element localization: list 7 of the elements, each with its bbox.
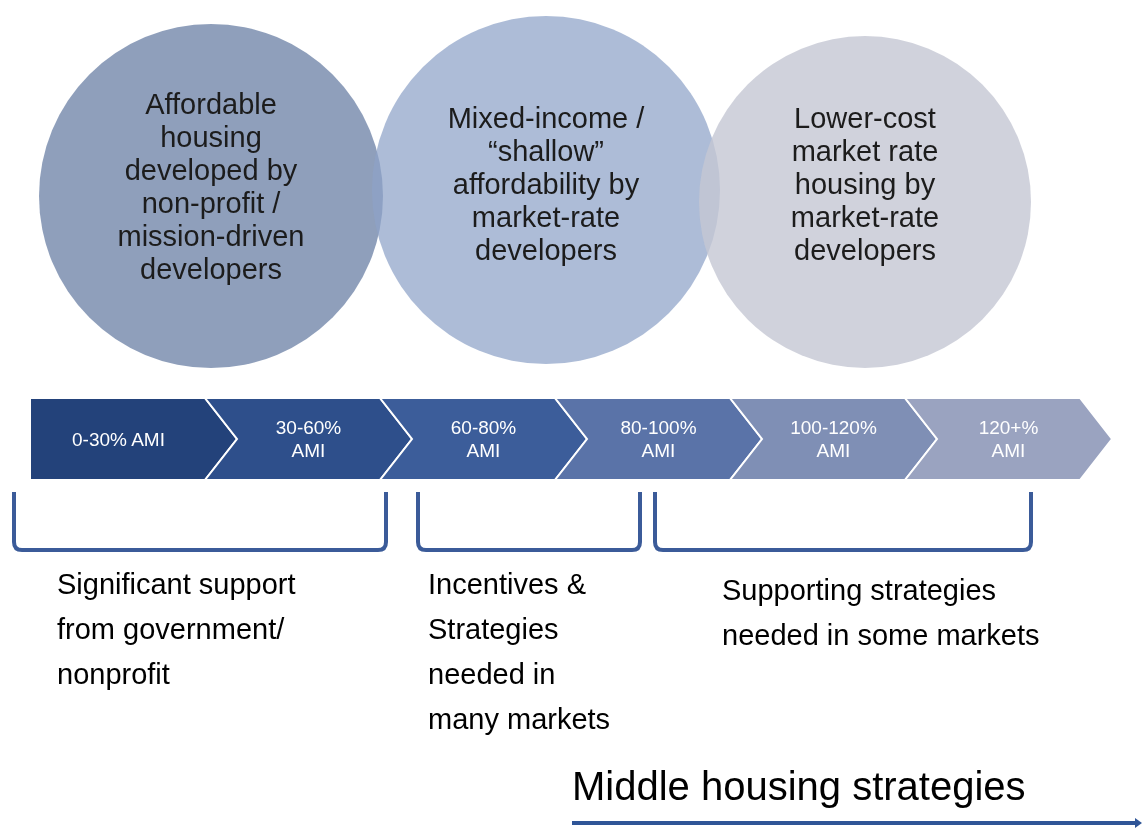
bracket-caption: Significant support from government/ nonprofit: [57, 567, 297, 692]
bracket-caption: Incentives & Strategies needed in many markets: [428, 567, 612, 737]
section-title: Middle housing strategies: [572, 763, 1026, 810]
circle-label: Lower-cost market rate housing by market-rate developers: [789, 102, 941, 267]
bracket-caption: Supporting strategies needed in some markets: [722, 573, 1041, 653]
circle-label: Mixed-income / “shallow” affordability by market-rate developers: [446, 102, 646, 267]
circle-label: Affordable housing developed by non-profit / mission-driven developers: [116, 88, 306, 286]
